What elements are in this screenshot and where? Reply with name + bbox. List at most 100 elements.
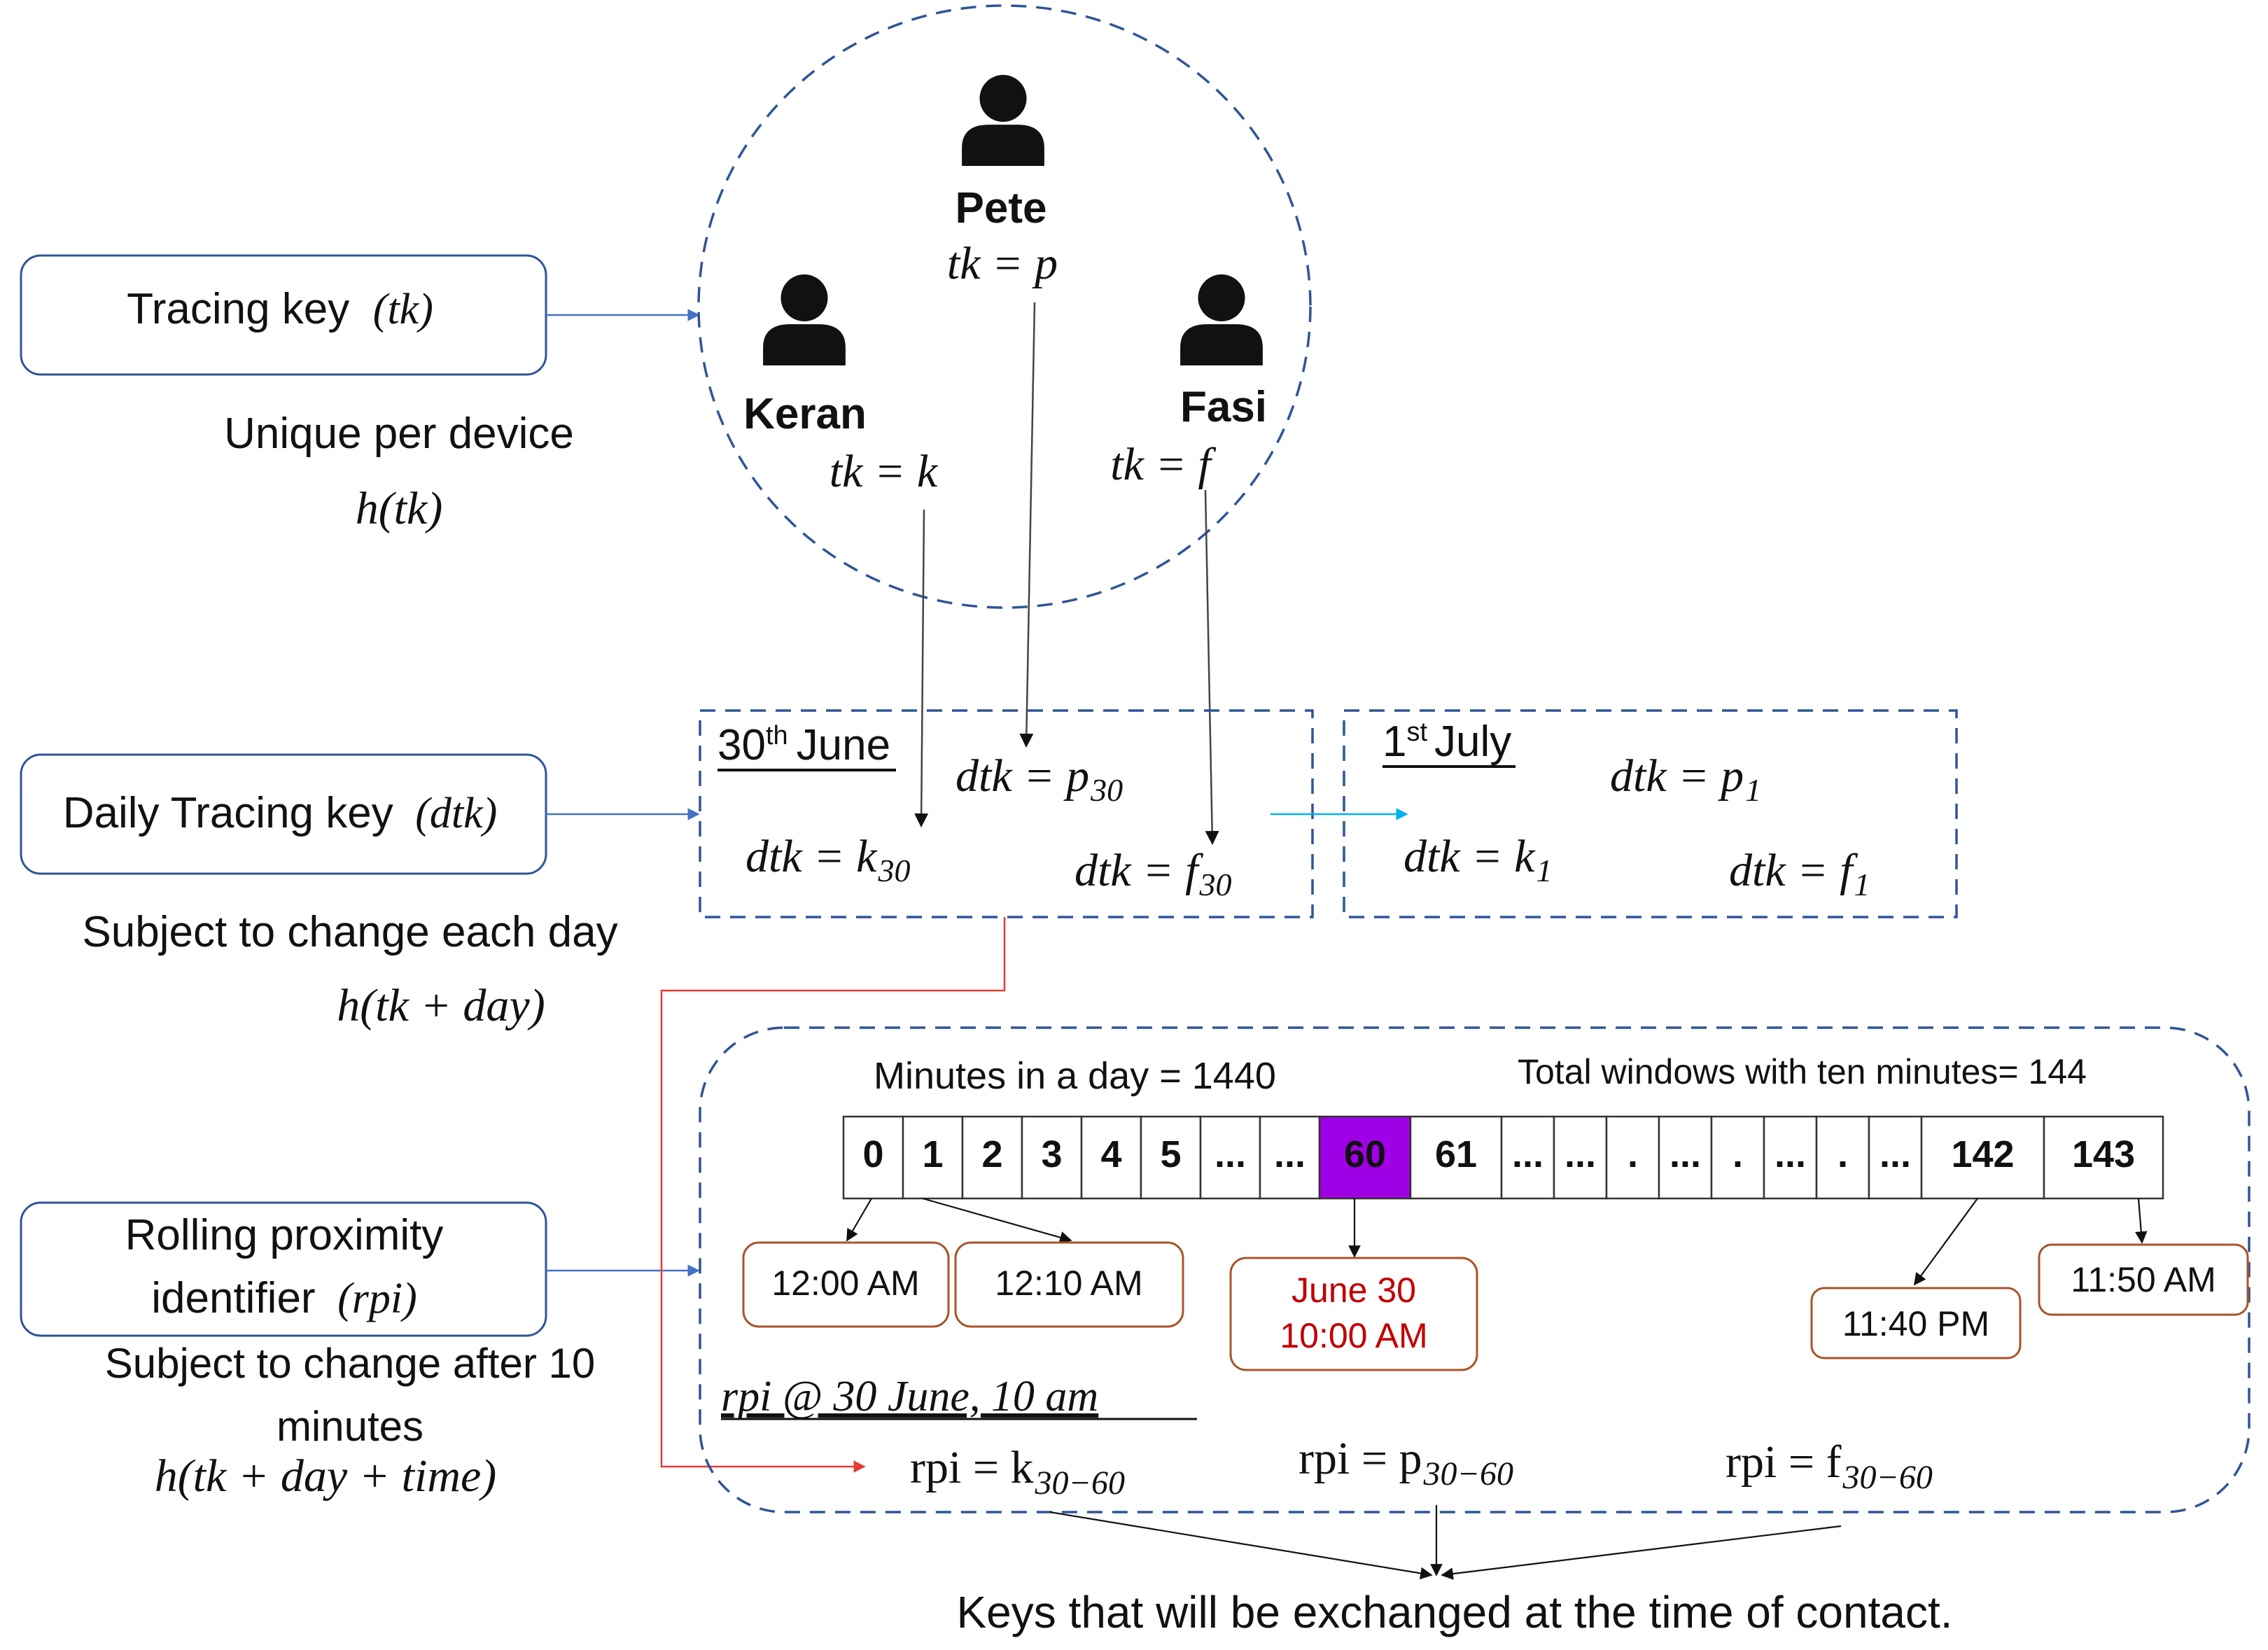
time-1200-am: 12:00 AM — [771, 1264, 919, 1303]
day2-dtk-p-sub: 1 — [1745, 772, 1761, 808]
time-1140-pm: 11:40 PM — [1842, 1304, 1989, 1343]
daily-note: Subject to change each day — [82, 908, 617, 956]
day2-dtk-k: dtk = k — [1404, 831, 1536, 882]
svg-text:Tracing key (tk): Tracing key (tk) — [127, 285, 433, 333]
time-box-1200: 12:00 AM — [742, 1241, 950, 1328]
time-window-cell-label: 4 — [1100, 1133, 1121, 1175]
day2-dtk-p: dtk = p — [1610, 750, 1744, 802]
time-1150-am: 11:50 AM — [2071, 1260, 2216, 1299]
svg-text:dtk = k1: dtk = k1 — [1404, 831, 1552, 888]
person-icon-pete — [962, 75, 1044, 166]
day2-dtk-f-sub: 1 — [1854, 867, 1870, 902]
daily-key-var: (dtk) — [415, 790, 497, 837]
time-window-cell — [1710, 1115, 1765, 1200]
tracing-key-var: (tk) — [373, 286, 433, 333]
time-june30-1000: 10:00 AM — [1280, 1316, 1427, 1355]
time-window-cell-label: 61 — [1435, 1133, 1477, 1175]
svg-text:rpi = f30−60: rpi = f30−60 — [1726, 1436, 1933, 1496]
svg-text:dtk = f1: dtk = f1 — [1729, 845, 1870, 902]
day1-dtk-k-sub: 30 — [877, 853, 910, 888]
svg-text:dtk = p30: dtk = p30 — [955, 750, 1123, 808]
time-window-cell — [1500, 1115, 1555, 1200]
rpi-key-line2: identifier — [151, 1274, 315, 1322]
person-name-fasi: Fasi — [1180, 383, 1267, 431]
daily-key-box: Daily Tracing key (dtk) — [20, 753, 547, 875]
footer-caption: Keys that will be exchanged at the time … — [956, 1587, 1952, 1637]
svg-text:identifier (rpi): identifier (rpi) — [151, 1274, 417, 1322]
time-window-cell — [902, 1115, 964, 1200]
rpi-k-sub: 30−60 — [1035, 1464, 1125, 1502]
time-window-cell — [1080, 1115, 1142, 1200]
red-connector-arrow — [660, 917, 1006, 1473]
rpi-k-value: rpi = k — [910, 1442, 1034, 1493]
day1-dtk-f-sub: 30 — [1199, 867, 1232, 902]
person-icon-keran — [763, 274, 846, 365]
time-1210-am: 12:10 AM — [995, 1264, 1142, 1303]
rpi-f-sub: 30−60 — [1842, 1459, 1933, 1496]
tracing-key-label: Tracing key — [127, 285, 349, 333]
svg-text:Daily Tracing key (dtk): Daily Tracing key (dtk) — [63, 789, 498, 837]
rpi-formula: h(tk + day + time) — [155, 1450, 497, 1502]
time-window-cell-label: . — [1628, 1133, 1638, 1175]
rpi-note-line1: Subject to change after 10 — [105, 1340, 596, 1387]
time-window-cell-label: ... — [1670, 1133, 1701, 1175]
svg-text:dtk = k30: dtk = k30 — [746, 831, 910, 888]
time-window-cell — [2043, 1115, 2164, 1200]
time-window-cell-label: ... — [1512, 1133, 1544, 1175]
devices-circle — [697, 4, 1312, 609]
person-key-fasi: tk = f — [1110, 439, 1216, 490]
time-window-cell-label: . — [1732, 1133, 1743, 1175]
time-window-cell-label: 60 — [1344, 1133, 1386, 1175]
day1-dtk-f: dtk = f — [1074, 845, 1203, 896]
svg-text:rpi = k30−60: rpi = k30−60 — [910, 1442, 1125, 1502]
keran-to-dtk-arrow — [914, 509, 929, 827]
day1-date-sup: th — [766, 721, 788, 750]
svg-text:dtk = f30: dtk = f30 — [1074, 845, 1232, 902]
time-window-cell — [1021, 1115, 1083, 1200]
rpi-p-value: rpi = p — [1298, 1433, 1422, 1484]
fasi-to-dtk-arrow — [1204, 489, 1219, 845]
svg-text:dtk = p1: dtk = p1 — [1610, 750, 1761, 808]
daily-key-label: Daily Tracing key — [63, 789, 393, 837]
pete-to-dtk-arrow — [1019, 302, 1036, 748]
tracing-formula: h(tk) — [356, 483, 443, 534]
tracing-note: Unique per device — [224, 410, 574, 458]
time-window-cell-label: ... — [1214, 1133, 1246, 1175]
person-name-keran: Keran — [743, 390, 867, 438]
day2-dtk-f: dtk = f — [1729, 845, 1858, 896]
time-window-cell — [1409, 1115, 1503, 1200]
time-box-1210: 12:10 AM — [954, 1241, 1184, 1328]
rpi-key-var: (rpi) — [337, 1275, 417, 1322]
rpi-note-line2: minutes — [276, 1403, 424, 1450]
time-window-cell-label: ... — [1879, 1133, 1911, 1175]
time-window-cell-label: . — [1837, 1133, 1848, 1175]
time-window-cell-label: 5 — [1160, 1133, 1181, 1175]
day2-date-num: 1 — [1382, 718, 1406, 766]
time-window-cell — [1259, 1115, 1321, 1200]
cell1-to-time-arrow — [922, 1197, 1072, 1244]
rpi-panel — [699, 1026, 2250, 1513]
rpi-k-to-footer-arrow — [1049, 1511, 1433, 1580]
day2-dtk-k-sub: 1 — [1536, 853, 1552, 888]
time-window-cell-label: 1 — [922, 1133, 943, 1175]
tracing-key-box: Tracing key (tk) — [20, 254, 547, 376]
rpi-key-line1: Rolling proximity — [125, 1211, 444, 1259]
time-window-cell-label: 0 — [862, 1133, 883, 1175]
cell142-to-time-arrow — [1913, 1198, 1978, 1286]
rpi-key-box: Rolling proximity identifier (rpi) — [20, 1201, 547, 1337]
time-window-cell — [1318, 1115, 1412, 1200]
time-box-1150: 11:50 AM — [2038, 1243, 2249, 1316]
time-box-1140: 11:40 PM — [1810, 1287, 2022, 1359]
time-window-cell-label: ... — [1564, 1133, 1596, 1175]
minutes-label: Minutes in a day = 1440 — [874, 1055, 1276, 1097]
person-icon-fasi — [1180, 274, 1263, 365]
rpi-heading: rpi @ 30 June, 10 am — [721, 1373, 1098, 1420]
cell143-to-time-arrow — [2134, 1198, 2148, 1244]
time-window-cell-label: ... — [1274, 1133, 1306, 1175]
time-window-cell-label: 2 — [981, 1133, 1002, 1175]
